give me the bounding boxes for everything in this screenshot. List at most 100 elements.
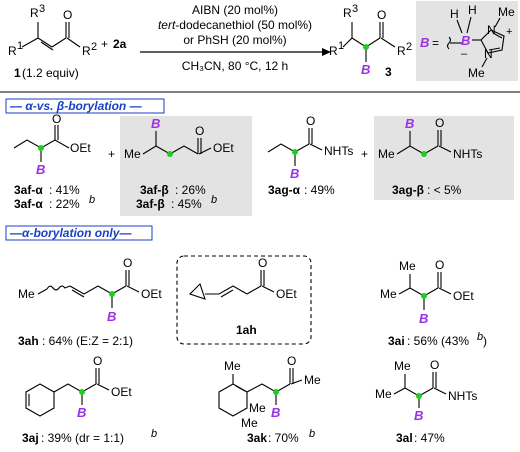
oet-1ah: OEt (276, 287, 297, 301)
p-r3-sup: 3 (352, 3, 358, 15)
nhc-h2: H (468, 3, 477, 17)
b-ag-b: B (405, 116, 414, 131)
ag-beta-box (374, 116, 514, 200)
carbonyl-o: O (63, 8, 72, 22)
o-ah: O (123, 256, 132, 270)
nhc-me2: Me (468, 66, 485, 80)
dashed-box (176, 255, 312, 345)
p-r3-label: R (343, 6, 352, 20)
compound-3al: Me Me O NHTs B 3al : 47% (375, 358, 477, 445)
oet-af-a: OEt (70, 141, 91, 155)
close-paren-ai: ) (483, 334, 487, 348)
o-ak: O (287, 354, 296, 368)
label-3af-a-2: 3af-α (14, 197, 43, 211)
b-def-equals: = (432, 36, 439, 50)
sup-b-5: b (309, 428, 315, 440)
p-r2-sup: 2 (406, 41, 412, 53)
o-ag-b: O (435, 116, 444, 130)
label-3af-a-1: 3af-α (14, 183, 43, 197)
compound-3ag-beta: Me B O NHTs 3ag-β : < 5% (374, 116, 514, 200)
b-ah: B (107, 309, 116, 324)
label-3al: 3al (396, 431, 413, 445)
product-3: R 3 R 1 O R 2 B 3 (329, 3, 412, 79)
nhc-n2: N (484, 47, 493, 61)
o-ag-a: O (306, 114, 315, 128)
nhc-me1: Me (498, 5, 515, 19)
compound-3af-alpha: O OEt B 3af-α : 41% 3af-α : 22% b (13, 112, 95, 211)
nhc-boron: B (461, 33, 470, 48)
nhts-al: NHTs (448, 389, 477, 403)
cond-solvent: CH₃CN, 80 °C, 12 h (182, 59, 288, 73)
me-ai-left: Me (380, 287, 397, 301)
p-b-label: B (361, 62, 370, 77)
yield-3aj: : 39% (dr = 1:1) (41, 431, 124, 445)
b-definition-box: B = H H B – N + N Me Me (416, 1, 518, 81)
b-af-b: B (151, 116, 160, 131)
label-3af-b-1: 3af-β (140, 183, 169, 197)
oet-aj: OEt (111, 385, 132, 399)
yield-3af-b-1: : 26% (175, 183, 206, 197)
yield-3af-a-1: : 41% (49, 183, 80, 197)
me-al-top: Me (394, 359, 411, 373)
p-r1-sup: 1 (338, 40, 344, 52)
substrate-1: R 3 R 1 O R 2 1 (1.2 equiv) (8, 3, 97, 80)
cond-phsh: or PhSH (20 mol%) (183, 33, 286, 47)
me-ai-top: Me (399, 259, 416, 273)
r3-sup: 3 (39, 3, 45, 15)
r1-label: R (8, 44, 17, 58)
me-af-b: Me (124, 147, 141, 161)
me-ak-ketone: Me (304, 373, 321, 387)
reaction-conditions: AIBN (20 mol%) tert-dodecanethiol (50 mo… (140, 3, 331, 73)
yield-3ah: : 64% (E:Z = 2:1) (42, 334, 133, 348)
r3-label: R (30, 6, 39, 20)
section-header-box-2 (5, 225, 153, 241)
plus-1: + (108, 147, 115, 161)
yield-3af-a-2: : 22% (49, 197, 80, 211)
sup-b-3: b (477, 331, 483, 343)
b-ai: B (419, 311, 428, 326)
nhc-minus: – (461, 48, 468, 60)
label-3ag-b: 3ag-β (392, 183, 424, 197)
nhc-plus: + (506, 26, 512, 38)
b-aj: B (77, 405, 86, 420)
yield-3ak: : 70% (268, 431, 299, 445)
nhc-n1: N (487, 23, 496, 37)
compound-3ak: Me O Me B Me Me 3ak : 70% b (218, 354, 321, 445)
label-3ag-a: 3ag-α (268, 183, 301, 197)
oet-ai: OEt (453, 289, 474, 303)
o-af-b: O (195, 124, 204, 138)
oet-af-b: OEt (213, 141, 234, 155)
yield-3ag-a: : 49% (304, 183, 335, 197)
me-ak-top: Me (224, 359, 241, 373)
label-3aj: 3aj (22, 431, 39, 445)
yield-3al: : 47% (414, 431, 445, 445)
yield-3ai: : 56% (43% (407, 334, 469, 348)
p-r1-label: R (329, 44, 338, 58)
plus-sign: + (101, 37, 108, 51)
me-ah: Me (18, 287, 35, 301)
o-1ah: O (258, 256, 267, 270)
b-def-symbol: B (420, 35, 429, 50)
reagent-2a: 2a (113, 37, 127, 51)
label-1ah: 1ah (236, 323, 257, 337)
cond-thiol: tert-dodecanethiol (50 mol%) (158, 18, 312, 32)
b-def-background (416, 1, 518, 81)
plus-2: + (361, 147, 368, 161)
compound-3aj: O OEt B 3aj : 39% (dr = 1:1) b (22, 354, 157, 445)
o-ai: O (435, 258, 444, 272)
label-3ak: 3ak (247, 431, 267, 445)
section-header-ab: — α-vs. β-borylation — (9, 99, 143, 113)
cond-aibn: AIBN (20 mol%) (192, 3, 278, 17)
o-af-a: O (52, 112, 61, 126)
b-al: B (414, 408, 423, 423)
af-beta-box (120, 116, 252, 216)
nhc-h1: H (450, 7, 459, 21)
sup-b-1: b (89, 194, 95, 206)
r2-label: R (82, 44, 91, 58)
label-3af-b-2: 3af-β (136, 197, 165, 211)
r2-sup: 2 (91, 41, 97, 53)
wavy-bond (446, 36, 452, 50)
label-3ah: 3ah (18, 334, 39, 348)
nhts-ag-b: NHTs (453, 147, 482, 161)
